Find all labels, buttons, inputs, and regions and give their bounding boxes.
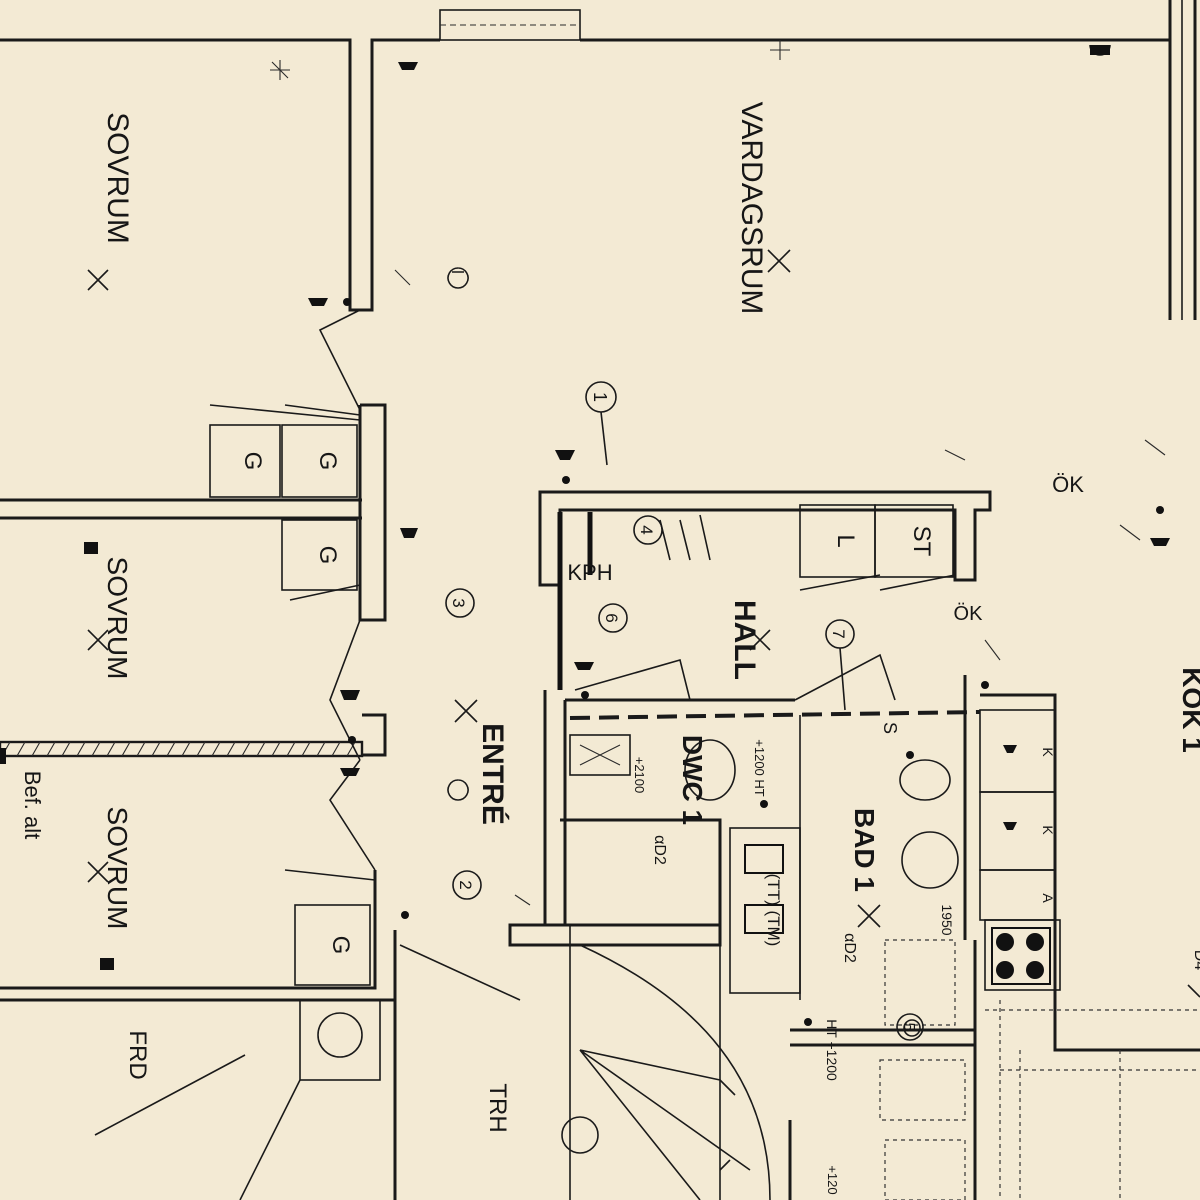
k-label: K xyxy=(1040,747,1056,757)
d4-label: D4 xyxy=(1191,950,1200,971)
circled-number-5: 5 xyxy=(900,1023,917,1032)
wardrobe-label: L xyxy=(832,534,859,547)
wardrobe-boxes xyxy=(209,424,954,986)
stair-elements xyxy=(299,925,736,1200)
wall-lamp-icon xyxy=(1150,538,1170,546)
wardrobe-labels: G G G G L ST xyxy=(239,452,935,955)
wall-lamp-icon xyxy=(398,62,418,70)
wall-lamp-icon xyxy=(340,690,360,700)
socket-symbols xyxy=(270,40,1166,906)
wardrobe-label: G xyxy=(314,546,341,565)
room-labels: SOVRUM SOVRUM SOVRUM VARDAGSRUM HALL ENT… xyxy=(101,102,1200,1133)
wardrobe-label: ST xyxy=(908,526,935,557)
wall-lamp-icon xyxy=(340,768,360,776)
bef-alt-label: Bef. alt xyxy=(20,771,45,839)
wall-lamp-icon xyxy=(308,298,328,306)
room-label-ok-mid: ÖK xyxy=(954,603,984,625)
circled-number-4: 4 xyxy=(637,525,656,534)
s-label: S xyxy=(880,722,900,734)
room-label-dwc: DWC 1 xyxy=(677,735,708,825)
room-label-sovrum-bottom: SOVRUM xyxy=(102,807,133,930)
wall-lamp-icon xyxy=(400,528,418,538)
circled-number-6: 6 xyxy=(602,613,621,622)
room-label-entre: ENTRÉ xyxy=(476,723,510,825)
circled-number-1: 1 xyxy=(590,392,610,402)
circled-number-7: 7 xyxy=(829,629,848,638)
bathroom-fixtures xyxy=(569,734,966,1200)
room-label-frd: FRD xyxy=(124,1030,151,1079)
room-label-sovrum-mid: SOVRUM xyxy=(102,557,133,680)
ceiling-lamp-icon xyxy=(767,249,791,273)
k-label: K xyxy=(1040,825,1056,835)
room-label-vardagsrum: VARDAGSRUM xyxy=(735,102,768,315)
ceiling-lamp-icon xyxy=(454,699,478,723)
ceiling-lamps xyxy=(87,249,1200,998)
room-label-ok-top: ÖK xyxy=(1052,472,1084,497)
ceiling-lamp-icon xyxy=(87,629,109,651)
height-1950-label: 1950 xyxy=(939,904,955,935)
room-label-kph: KPH xyxy=(567,560,612,585)
circled-number-3: 3 xyxy=(449,598,468,607)
wardrobe-label: G xyxy=(239,452,266,471)
ht-120-label: +120 xyxy=(825,1165,840,1194)
circled-numbers: 1 2 3 4 5 6 7 xyxy=(445,381,924,1041)
tt-tm-label: (TT) (TM) xyxy=(764,874,783,947)
wardrobe-label: G xyxy=(314,452,341,471)
d2-label-bad: αD2 xyxy=(841,933,858,963)
dashed-boundary xyxy=(569,710,981,720)
wall-lamp-icon xyxy=(574,662,594,670)
annotations: Bef. alt +1200 HT +2100 αD2 αD2 HT +1200… xyxy=(20,722,1200,1195)
a-label: A xyxy=(1040,893,1056,903)
ht-1200-bad-label: HT +1200 xyxy=(824,1019,840,1081)
ceiling-lamp-icon xyxy=(87,269,109,291)
ceiling-lamp-icon xyxy=(1187,984,1200,998)
ceiling-lamp-icon xyxy=(749,629,771,651)
room-label-hall: HALL xyxy=(728,600,761,680)
wall-lamp-icon xyxy=(555,450,575,460)
room-label-kok: KÖK 1 xyxy=(1177,667,1200,753)
door-swings xyxy=(94,309,956,1200)
ceiling-lamp-icon xyxy=(857,904,881,928)
wall-fixtures xyxy=(0,44,1170,1026)
wardrobe-label: G xyxy=(327,936,354,955)
room-label-sovrum-top: SOVRUM xyxy=(101,112,134,244)
ht-1200-label: +1200 HT xyxy=(752,739,767,797)
kitchen-counter xyxy=(979,709,1200,1200)
room-label-bad: BAD 1 xyxy=(849,808,880,892)
circled-number-2: 2 xyxy=(456,880,475,889)
room-label-trh: TRH xyxy=(484,1083,511,1132)
ceiling-lamp-icon xyxy=(87,861,109,883)
d2-label-dwc: αD2 xyxy=(651,835,668,865)
height-2100-label: +2100 xyxy=(632,757,647,794)
